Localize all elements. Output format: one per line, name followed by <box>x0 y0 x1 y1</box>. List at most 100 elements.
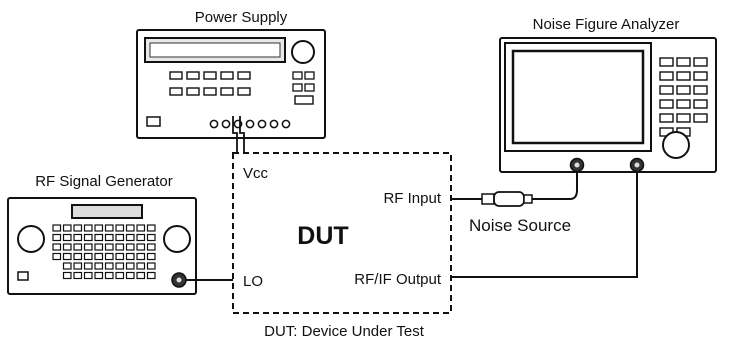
noise-source-body <box>493 191 525 207</box>
signal-generator-key <box>125 224 135 232</box>
signal-generator-key <box>125 243 135 251</box>
signal-generator-key <box>83 243 93 251</box>
signal-generator-key <box>104 252 114 261</box>
signal-generator-key <box>146 224 156 232</box>
power-supply-terminal <box>245 119 255 129</box>
power-supply-key <box>237 71 251 80</box>
signal-generator-key <box>83 233 93 242</box>
signal-generator-key <box>94 243 104 251</box>
power-supply-knob <box>291 40 315 64</box>
signal-generator-key <box>104 262 114 270</box>
signal-generator-key <box>104 233 114 242</box>
signal-generator-key <box>146 271 156 280</box>
signal-generator-key <box>146 252 156 261</box>
signal-generator-key <box>115 271 125 280</box>
power-supply-key <box>169 71 183 80</box>
analyzer-key <box>693 99 708 109</box>
power-supply-key <box>186 87 200 96</box>
signal-generator-key <box>62 262 72 270</box>
signal-generator-keypad <box>52 224 156 280</box>
power-supply-key <box>237 87 251 96</box>
signal-generator-key <box>104 224 114 232</box>
signal-generator-key <box>125 233 135 242</box>
analyzer-key <box>659 85 674 95</box>
signal-generator-key <box>62 224 72 232</box>
signal-generator-key <box>115 252 125 261</box>
signal-generator-key <box>83 252 93 261</box>
rf-signal-generator <box>7 197 197 295</box>
signal-generator-display <box>71 204 143 219</box>
signal-generator-key <box>62 271 72 280</box>
analyzer-key <box>676 85 691 95</box>
signal-generator-key <box>73 271 83 280</box>
rf-if-output-cable <box>451 172 638 278</box>
signal-generator-key <box>94 224 104 232</box>
analyzer-screen <box>511 49 645 145</box>
power-supply-terminal <box>209 119 219 129</box>
signal-generator-key <box>136 224 146 232</box>
signal-generator-key <box>52 252 62 261</box>
power-supply-key <box>203 71 217 80</box>
power-supply-key <box>220 71 234 80</box>
analyzer-key <box>693 85 708 95</box>
analyzer-connector-rf-input-pin <box>574 162 580 168</box>
signal-generator-key <box>94 233 104 242</box>
signal-generator-key <box>146 243 156 251</box>
power-supply-terminal <box>257 119 267 129</box>
analyzer-connector-if-input-pin <box>634 162 640 168</box>
signal-generator-key <box>83 271 93 280</box>
label-noise-figure-analyzer: Noise Figure Analyzer <box>533 16 680 33</box>
label-noise-source: Noise Source <box>469 216 571 235</box>
label-lo: LO <box>243 273 263 290</box>
power-supply-side-key <box>304 83 315 92</box>
signal-generator-key <box>52 224 62 232</box>
power-supply-terminal <box>281 119 291 129</box>
power-supply-output-key <box>294 95 314 105</box>
analyzer-key <box>659 113 674 123</box>
analyzer-key <box>693 57 708 67</box>
signal-generator-key <box>52 243 62 251</box>
signal-generator-key <box>136 252 146 261</box>
signal-generator-key <box>62 243 72 251</box>
noise-source-connector <box>481 193 495 205</box>
signal-generator-key <box>94 262 104 270</box>
signal-generator-key <box>146 233 156 242</box>
noise-source-tail <box>523 194 533 204</box>
signal-generator-key <box>136 243 146 251</box>
label-dut-caption: DUT: Device Under Test <box>264 323 425 340</box>
signal-generator-key <box>62 233 72 242</box>
signal-generator-key <box>104 243 114 251</box>
analyzer-key <box>693 113 708 123</box>
analyzer-key <box>659 57 674 67</box>
signal-generator-key <box>125 252 135 261</box>
signal-generator-key <box>115 262 125 270</box>
signal-generator-key <box>136 271 146 280</box>
signal-generator-key <box>73 233 83 242</box>
signal-generator-key <box>125 271 135 280</box>
power-supply-terminal <box>221 119 231 129</box>
vcc-cable-a <box>232 116 238 153</box>
signal-generator-key <box>73 262 83 270</box>
analyzer-key <box>676 57 691 67</box>
signal-generator-key <box>115 243 125 251</box>
signal-generator-key <box>146 262 156 270</box>
label-rf-if-output: RF/IF Output <box>354 271 442 288</box>
vcc-cable-b <box>239 116 245 153</box>
analyzer-key <box>676 113 691 123</box>
signal-generator-key <box>83 262 93 270</box>
signal-generator-knob-left <box>17 225 45 253</box>
label-vcc: Vcc <box>243 165 269 182</box>
power-supply-keypad <box>169 71 315 105</box>
power-switch <box>146 116 161 127</box>
label-rf-input: RF Input <box>383 190 441 207</box>
analyzer-knob <box>662 131 690 159</box>
signal-generator-key <box>115 233 125 242</box>
signal-generator-key <box>94 271 104 280</box>
signal-generator-key <box>125 262 135 270</box>
signal-generator-key <box>83 224 93 232</box>
power-supply-terminal <box>269 119 279 129</box>
power-supply-terminals <box>209 119 291 129</box>
power-supply-display-screen <box>149 42 281 58</box>
power-supply-side-key <box>292 71 303 80</box>
